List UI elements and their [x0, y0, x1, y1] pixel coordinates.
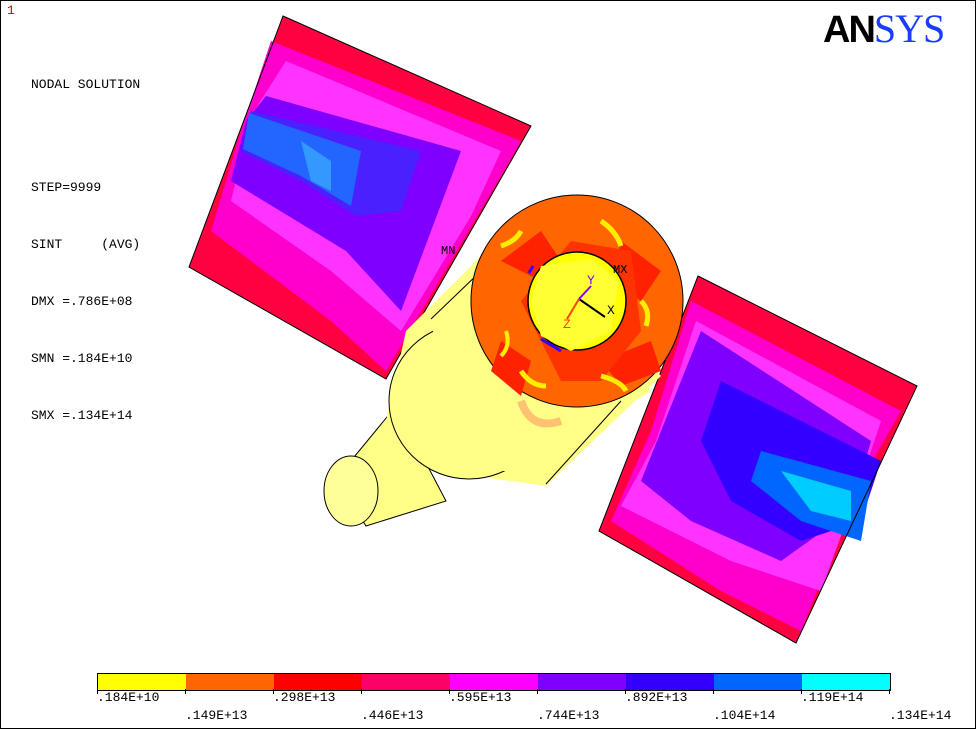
small-cylinder — [323, 405, 447, 527]
smn-label: SMN =.184E+10 — [31, 351, 133, 366]
window-number: 1 — [7, 3, 15, 18]
legend-label: .892E+13 — [625, 690, 688, 705]
coordinate-triad: X Y Z — [563, 273, 615, 332]
step-label: STEP=9999 — [31, 180, 102, 195]
ansys-logo: ANSYS — [823, 6, 945, 51]
legend-label: .744E+13 — [537, 708, 600, 723]
legend-swatch-2 — [186, 674, 274, 690]
result-label: SINT (AVG) — [31, 237, 141, 252]
left-solar-panel — [188, 15, 532, 380]
legend-label: .184E+10 — [97, 690, 160, 705]
legend-label: .119E+14 — [801, 690, 864, 705]
legend-swatch-7 — [626, 674, 714, 690]
legend-swatch-9 — [802, 674, 890, 690]
legend-label: .149E+13 — [185, 708, 248, 723]
plot-title: NODAL SOLUTION — [31, 77, 141, 92]
legend-label: .134E+14 — [889, 708, 952, 723]
smx-label: SMX =.134E+14 — [31, 408, 133, 423]
contour-legend-bar — [97, 673, 891, 691]
legend-swatch-8 — [714, 674, 802, 690]
triad-y-label: Y — [587, 273, 595, 288]
legend-label: .104E+14 — [713, 708, 776, 723]
triad-x-label: X — [607, 303, 615, 318]
model-view[interactable]: X Y Z MN MX — [1, 1, 975, 661]
legend-swatch-4 — [362, 674, 450, 690]
right-solar-panel — [598, 275, 918, 644]
plot-info: NODAL SOLUTION STEP=9999 SINT (AVG) DMX … — [31, 37, 140, 463]
triad-z-label: Z — [563, 317, 571, 332]
legend-swatch-5 — [450, 674, 538, 690]
dmx-label: DMX =.786E+08 — [31, 294, 133, 309]
legend-swatch-6 — [538, 674, 626, 690]
min-marker: MN — [441, 244, 455, 258]
max-marker: MX — [613, 263, 627, 277]
legend-swatch-1 — [98, 674, 186, 690]
legend-label: .298E+13 — [273, 690, 336, 705]
legend-label: .595E+13 — [449, 690, 512, 705]
legend-swatch-3 — [274, 674, 362, 690]
legend-label: .446E+13 — [361, 708, 424, 723]
